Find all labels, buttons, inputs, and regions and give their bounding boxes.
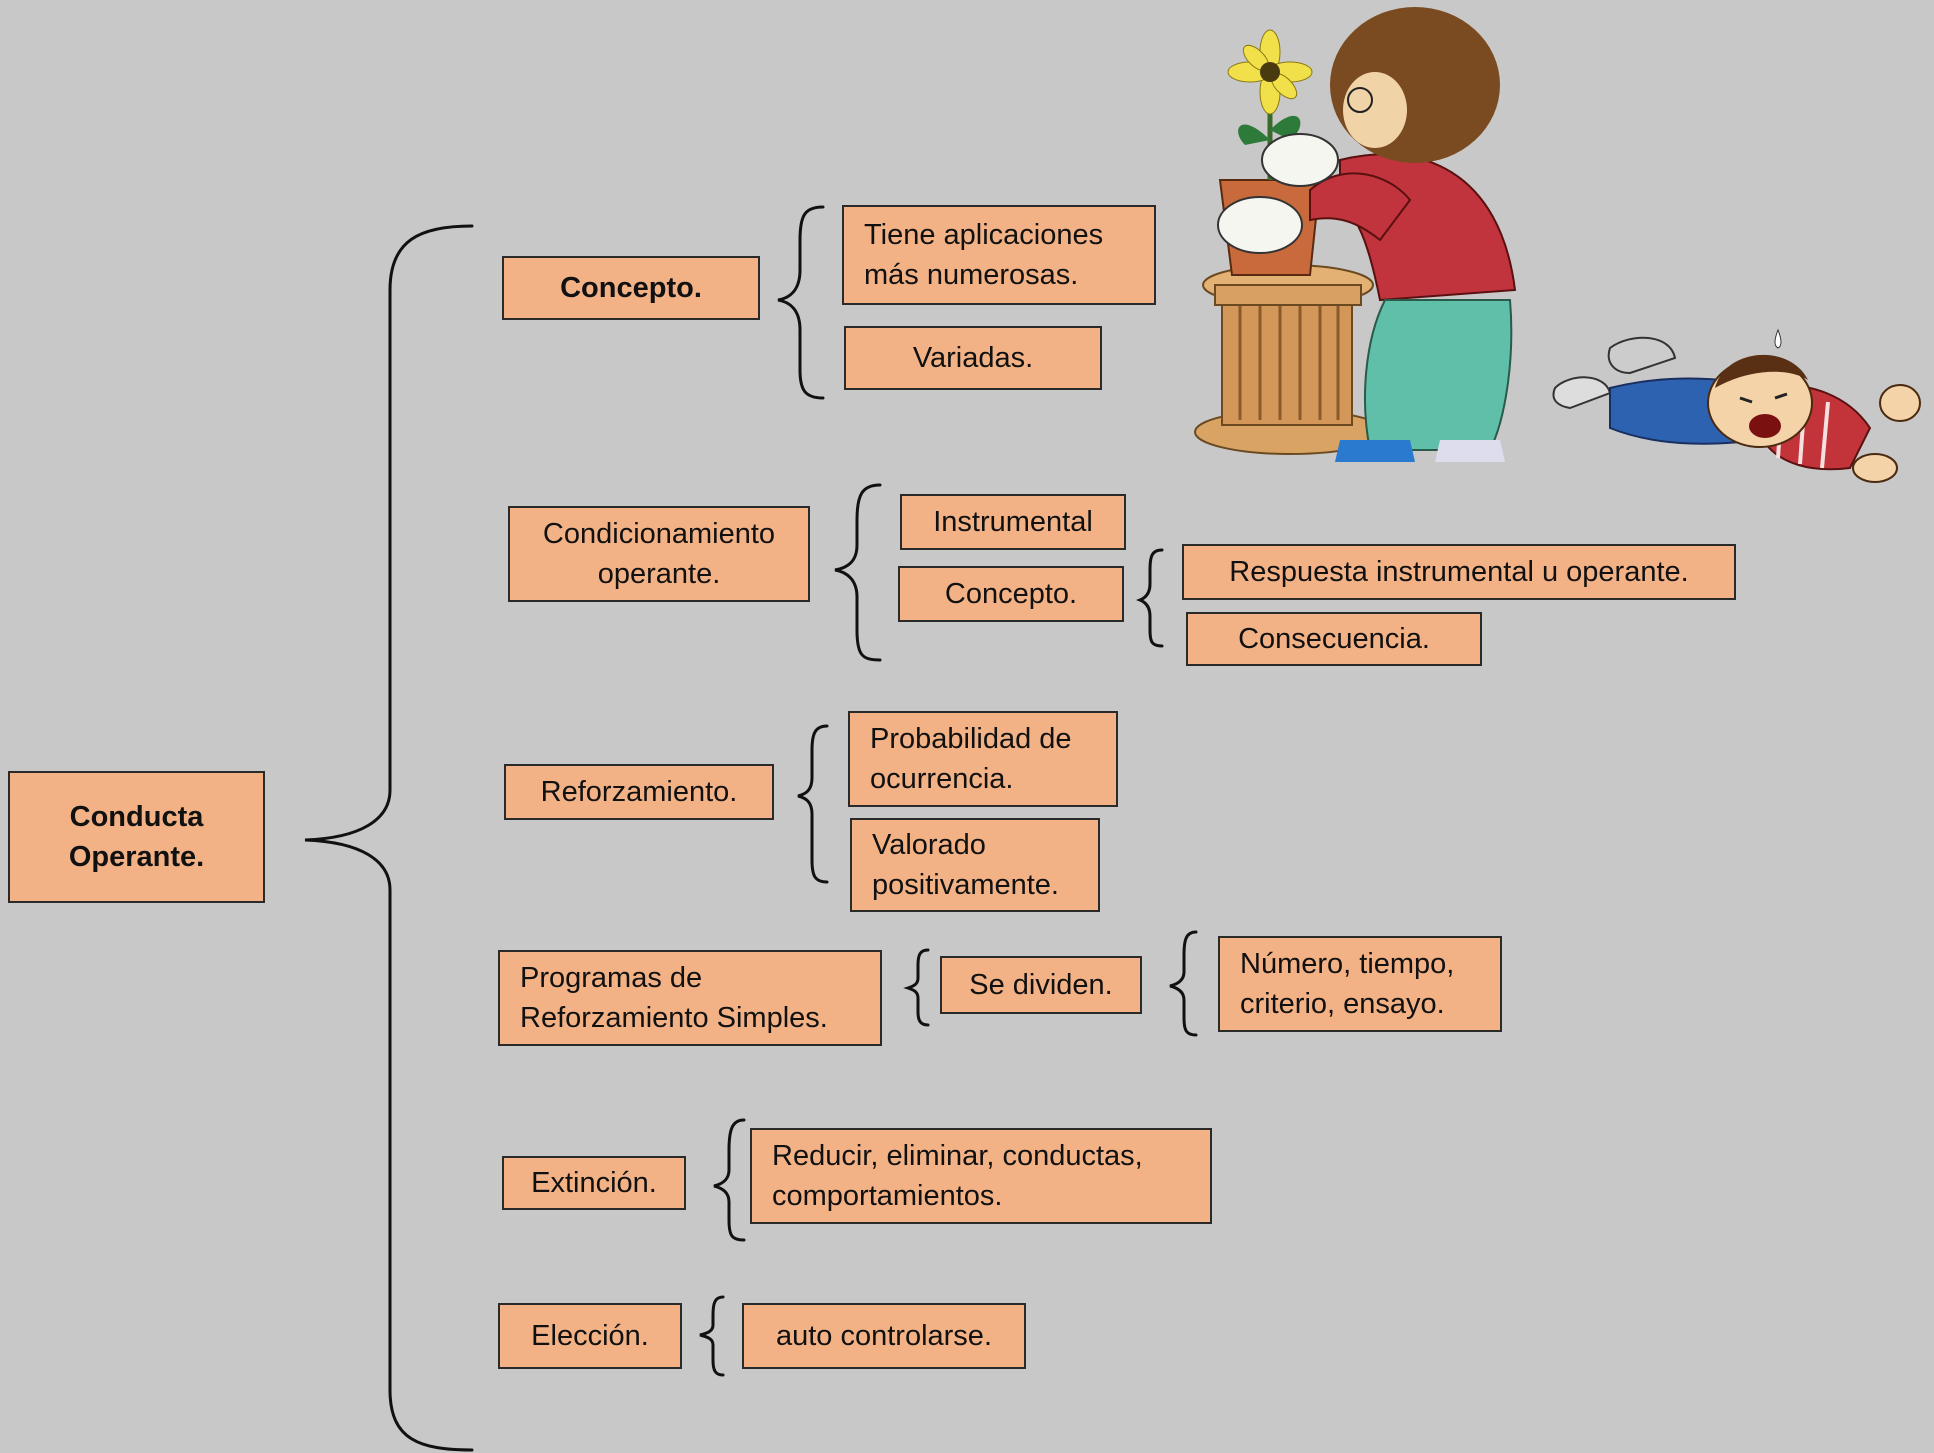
extincion-brace [713,1118,746,1242]
programas-node: Programas de Reforzamiento Simples. [498,950,882,1046]
programas-brace [903,948,930,1027]
concepto-brace [777,205,825,400]
reforzamiento-brace [797,724,829,884]
crying-child-tantrum-illustration [1552,328,1921,483]
reforzamiento-node: Reforzamiento. [504,764,774,820]
valorado-node: Valorado positivamente. [850,818,1100,912]
concepto-item-variadas: Variadas. [844,326,1102,390]
root-node: Conducta Operante. [8,771,265,903]
probabilidad-node: Probabilidad de ocurrencia. [848,711,1118,807]
concepto-item-aplicaciones: Tiene aplicaciones más numerosas. [842,205,1156,305]
respuesta-instrumental-node: Respuesta instrumental u operante. [1182,544,1736,600]
eleccion-brace [699,1295,725,1377]
concepto-node: Concepto. [502,256,760,320]
se-dividen-brace [1169,930,1198,1037]
numero-tiempo-node: Número, tiempo, criterio, ensayo. [1218,936,1502,1032]
auto-controlarse-node: auto controlarse. [742,1303,1026,1369]
condicionamiento-brace [834,483,882,662]
eleccion-node: Elección. [498,1303,682,1369]
main-brace [304,224,474,1452]
se-dividen-node: Se dividen. [940,956,1142,1014]
consecuencia-node: Consecuencia. [1186,612,1482,666]
instrumental-node: Instrumental [900,494,1126,550]
woman-watering-flower-illustration [1194,7,1517,462]
extincion-node: Extinción. [502,1156,686,1210]
reducir-eliminar-node: Reducir, eliminar, conductas, comportami… [750,1128,1212,1224]
condicionamiento-concepto-node: Concepto. [898,566,1124,622]
condicionamiento-node: Condicionamiento operante. [508,506,810,602]
concepto-sub-brace [1135,548,1164,648]
